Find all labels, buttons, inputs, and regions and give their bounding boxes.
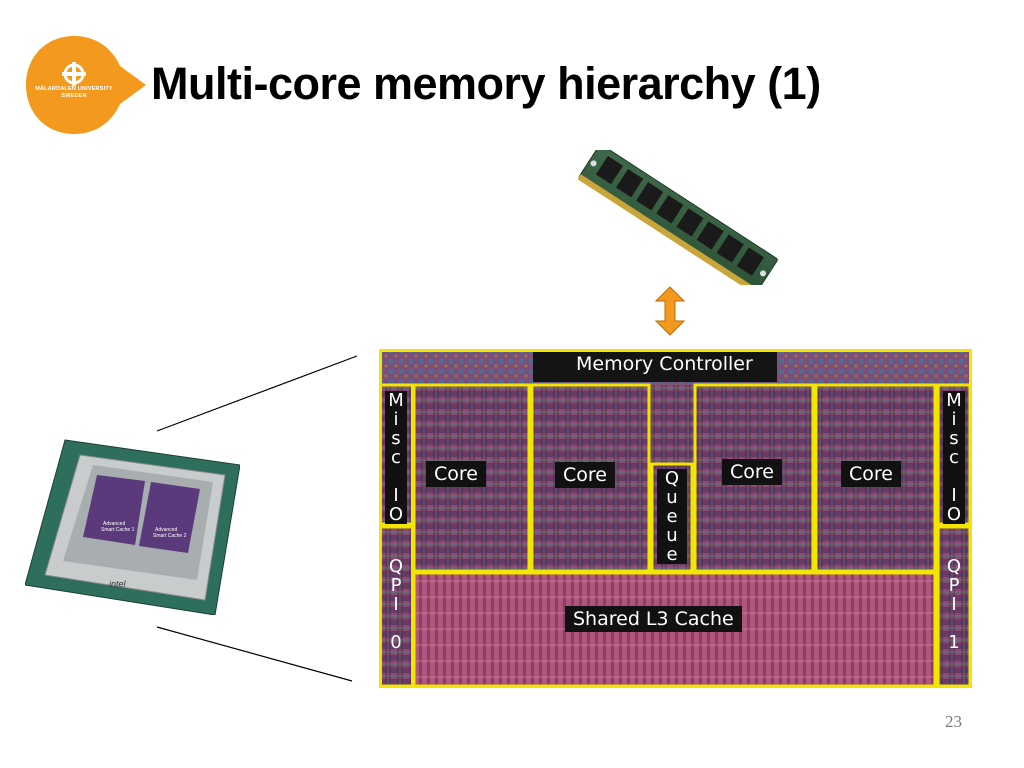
core-label-4: Core xyxy=(841,461,901,487)
university-logo: MÄLARDALEN UNIVERSITY SWEDEN xyxy=(24,34,148,136)
core-label-2: Core xyxy=(555,462,615,488)
memory-controller-block xyxy=(533,349,777,382)
svg-text:Smart Cache 2: Smart Cache 2 xyxy=(153,533,187,539)
logo-line-1: MÄLARDALEN UNIVERSITY xyxy=(35,86,113,92)
processor-chip-image: Advanced Smart Cache 1 Advanced Smart Ca… xyxy=(25,439,240,615)
slide-title: Multi-core memory hierarchy (1) xyxy=(151,58,821,109)
page-number: 23 xyxy=(945,712,962,731)
logo-caption: MÄLARDALEN UNIVERSITY SWEDEN xyxy=(26,86,122,100)
connector-line-bottom xyxy=(156,626,353,682)
chip-cache-label-1: Advanced xyxy=(103,521,125,527)
shared-l3-cache-label: Shared L3 Cache xyxy=(565,606,742,632)
core-label-3: Core xyxy=(722,459,782,485)
logo-line-2: SWEDEN xyxy=(61,93,87,99)
ram-module-image xyxy=(578,150,778,285)
intel-logo: intel xyxy=(109,579,127,589)
svg-text:Smart Cache 1: Smart Cache 1 xyxy=(101,527,135,533)
core-label-1: Core xyxy=(426,461,486,487)
connector-line-top xyxy=(156,355,358,432)
double-arrow-icon xyxy=(654,286,686,336)
chip-cache-label-2: Advanced xyxy=(155,527,177,533)
memory-controller-label: Memory Controller xyxy=(576,353,753,375)
university-seal-icon xyxy=(26,36,146,134)
